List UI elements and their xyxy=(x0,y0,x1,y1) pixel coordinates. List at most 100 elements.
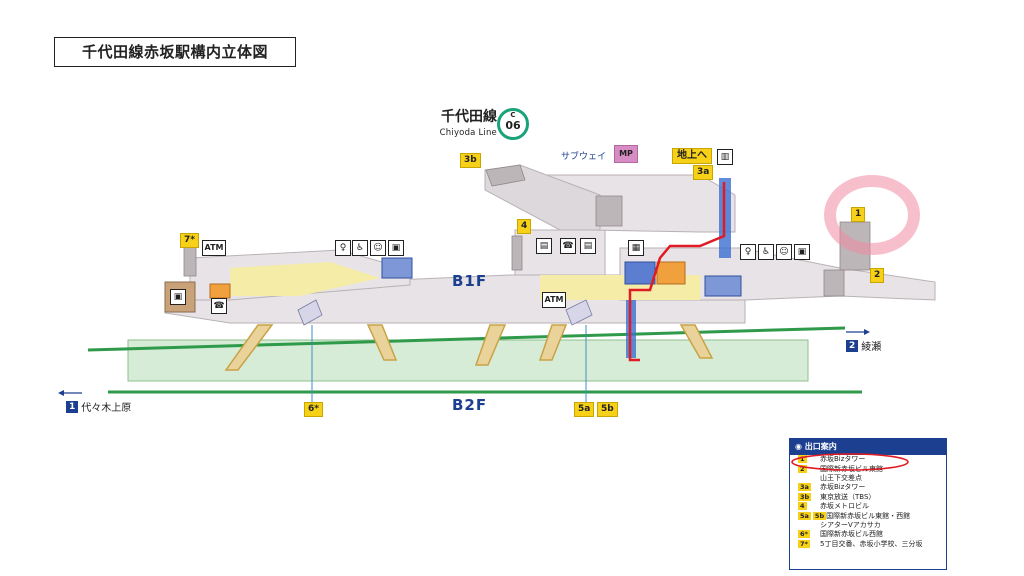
legend-row-text: 国際新赤坂ビル東館・西館 xyxy=(826,511,911,520)
legend-exit-key: 4 xyxy=(798,502,807,511)
legend-row-keys: 3b xyxy=(798,492,820,502)
legend-row-keys: 2 xyxy=(798,464,820,474)
legend-exit-key: 3b xyxy=(798,492,812,501)
ticket-office-icon: ▦ xyxy=(628,240,644,256)
floor-label-b1f: B1F xyxy=(452,272,488,290)
track-line-upper xyxy=(87,326,846,352)
fare-adjust-icon: ▤ xyxy=(580,238,596,254)
legend-row: 3a 赤坂Bizタワー xyxy=(790,483,946,492)
west-orange-block xyxy=(209,283,231,299)
phone-icon-central: ☎ xyxy=(560,238,576,254)
legend-row: 1 赤坂Bizタワー xyxy=(790,455,946,464)
line-badge-letter: C xyxy=(510,111,516,119)
legend-row-text: 国際新赤坂ビル西館 xyxy=(820,530,883,539)
legend-row: 7* 5丁目交番、赤坂小学校、三分坂 xyxy=(790,539,946,549)
to-ground-label: 地上へ xyxy=(672,148,712,164)
exit-1-highlight xyxy=(824,175,920,255)
direction-ayase: 2 綾瀬 xyxy=(846,338,881,353)
atm-icon-west: ATM xyxy=(202,240,226,256)
legend-row-keys: 1 xyxy=(798,455,820,464)
exit-tag-3a: 3a xyxy=(693,165,714,180)
legend-row-text: 東京放送（TBS） xyxy=(820,492,876,501)
legend-exit-key: 5b xyxy=(812,511,827,520)
legend-row-text: 赤坂Bizタワー xyxy=(820,455,866,464)
exit-tag-3b: 3b xyxy=(460,153,481,168)
baby-icon-east: ☺ xyxy=(776,244,792,260)
legend-header: ◉ 出口案内 xyxy=(790,439,946,455)
orange-block xyxy=(656,261,686,285)
line-name: 千代田線 Chiyoda Line xyxy=(427,109,497,141)
legend-row-keys: 7* xyxy=(798,539,820,549)
legend-row-text: シアターVアカサカ xyxy=(820,520,881,529)
legend-exit-key: 3a xyxy=(798,483,811,492)
legend-row-keys: 6* xyxy=(798,530,820,539)
exit-tag-2: 2 xyxy=(870,268,885,283)
exit-tag-1: 1 xyxy=(851,207,866,222)
toilet-multi-icon-east: ▣ xyxy=(794,244,810,260)
page-title: 千代田線赤坂駅構内立体図 xyxy=(54,37,296,67)
mp-badge: MP xyxy=(614,145,638,163)
direction-yoyogi-label: 代々木上原 xyxy=(81,403,132,414)
accessible-route xyxy=(628,182,726,362)
exit-tag-4: 4 xyxy=(517,219,532,234)
subway-label: サブウェイ xyxy=(561,152,607,162)
ticket-gate-block xyxy=(624,261,656,285)
legend-row: .シアターVアカサカ xyxy=(790,521,946,530)
exit-tag-6: 6* xyxy=(304,402,323,417)
lift-gates xyxy=(297,299,593,326)
direction-ayase-num: 2 xyxy=(846,339,859,352)
elevator-icon-upper: ▥ xyxy=(717,149,733,165)
legend-row: 2 国際新赤坂ビル東館 xyxy=(790,464,946,473)
legend-header-text: 出口案内 xyxy=(804,442,837,451)
exit-tag-7: 7* xyxy=(180,233,199,248)
legend-exit-key: 5a xyxy=(798,511,811,520)
east-blue-block xyxy=(704,275,742,297)
ticket-machine-icon: ▤ xyxy=(536,238,552,254)
exit-tag-5a: 5a xyxy=(574,402,595,417)
arrow-right-head xyxy=(864,329,870,335)
arrow-left-head xyxy=(58,390,64,396)
legend-exit-key: 1 xyxy=(798,455,807,464)
line-name-ja: 千代田線 xyxy=(441,109,497,125)
direction-yoyogi-num: 1 xyxy=(66,400,79,413)
escalators xyxy=(224,324,714,371)
west-blue-block xyxy=(381,257,413,279)
legend-exit-key: 6* xyxy=(798,530,810,539)
phone-icon-west: ☎ xyxy=(211,298,227,314)
floor-label-b2f: B2F xyxy=(452,396,488,414)
legend-row-text: 赤坂Bizタワー xyxy=(820,483,866,492)
b2f-platform xyxy=(127,339,809,382)
atm-icon-central: ATM xyxy=(542,292,566,308)
legend-row: 3b 東京放送（TBS） xyxy=(790,492,946,502)
line-name-en: Chiyoda Line xyxy=(439,128,497,138)
toilet-female-icon-west: ♀ xyxy=(335,240,351,256)
line-badge: C 06 xyxy=(497,108,529,140)
legend-exit-key: 7* xyxy=(798,539,810,548)
shop-icon-west: ▣ xyxy=(170,289,186,305)
legend-row: 4 赤坂メトロビル xyxy=(790,502,946,511)
baby-icon-west: ☺ xyxy=(370,240,386,256)
line-badge-number: 06 xyxy=(505,119,521,132)
accessible-icon-east: ♿ xyxy=(758,244,774,260)
legend-row-text: 国際新赤坂ビル東館 xyxy=(820,464,883,473)
exit-tag-5b: 5b xyxy=(597,402,618,417)
legend-row-text: 5丁目交番、赤坂小学校、三分坂 xyxy=(820,539,923,548)
legend-row-keys: 3a xyxy=(798,483,820,492)
west-yellow-zone xyxy=(230,262,380,296)
legend-row: .山王下交差点 xyxy=(790,474,946,483)
toilet-multi-icon-west: ▣ xyxy=(388,240,404,256)
accessible-icon-west: ♿ xyxy=(352,240,368,256)
legend-row: 6* 国際新赤坂ビル西館 xyxy=(790,530,946,539)
legend-row-text: 赤坂メトロビル xyxy=(820,502,869,511)
legend-exit-key: 2 xyxy=(798,464,807,473)
direction-ayase-label: 綾瀬 xyxy=(861,342,882,353)
legend-row-keys: 4 xyxy=(798,502,820,511)
toilet-female-icon-east: ♀ xyxy=(740,244,756,260)
legend-row-text: 山王下交差点 xyxy=(820,473,862,482)
